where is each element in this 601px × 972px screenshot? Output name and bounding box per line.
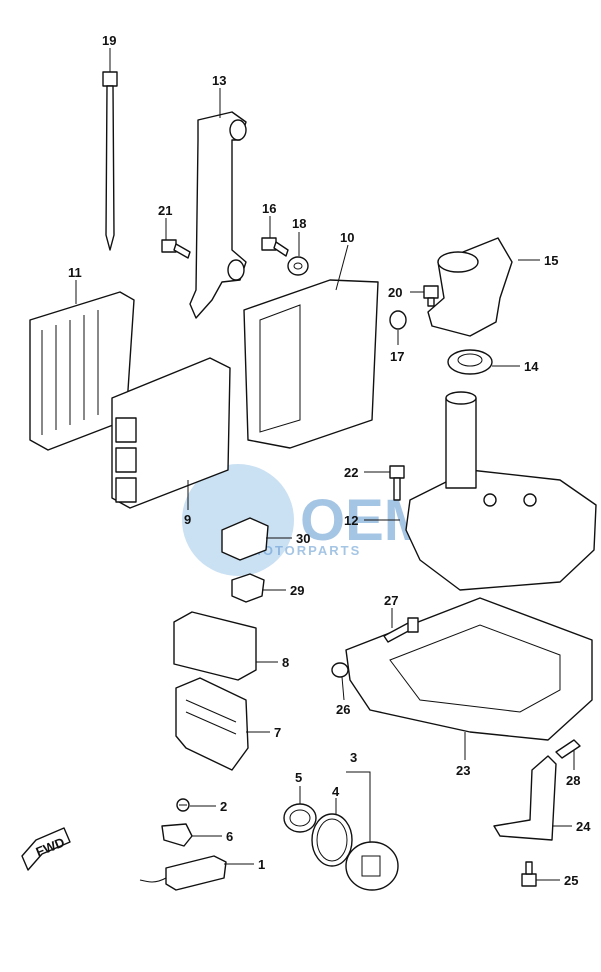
part-12-housing	[405, 391, 597, 591]
part-13-bracket	[189, 111, 247, 319]
callout-9: 9	[184, 512, 191, 527]
callout-22: 22	[344, 465, 358, 480]
watermark-tagline: MOTORPARTS	[250, 543, 361, 558]
part-23-mount-frame	[345, 597, 593, 741]
callout-19: 19	[102, 33, 116, 48]
callout-28: 28	[566, 773, 580, 788]
part-24-bracket	[493, 755, 557, 841]
callout-14: 14	[524, 359, 539, 374]
callout-10: 10	[340, 230, 354, 245]
part-4-o-ring	[311, 813, 353, 867]
part-28-bolt	[555, 739, 581, 759]
part-8-cover	[173, 611, 257, 681]
part-22-bolt	[389, 465, 405, 501]
part-11-ecu-cover	[29, 291, 135, 451]
part-15-rubber-boot	[427, 237, 513, 337]
part-17-grommet	[389, 310, 407, 330]
part-10-ecu-bracket	[243, 279, 379, 449]
callout-26: 26	[336, 702, 350, 717]
part-14-oil-seal	[447, 349, 493, 375]
callout-23: 23	[456, 763, 470, 778]
fwd-direction-badge: FWD	[21, 827, 71, 871]
callout-25: 25	[564, 873, 578, 888]
part-26-collar	[331, 662, 349, 678]
callout-18: 18	[292, 216, 306, 231]
callout-8: 8	[282, 655, 289, 670]
part-16-bolt	[261, 237, 289, 257]
callout-24: 24	[576, 819, 591, 834]
callout-2: 2	[220, 799, 227, 814]
callout-21: 21	[158, 203, 172, 218]
part-7-rectifier	[175, 677, 249, 771]
part-19-cable-tie	[102, 71, 118, 251]
callout-3: 3	[350, 750, 357, 765]
part-18-nut	[287, 256, 309, 276]
callout-4: 4	[332, 784, 340, 799]
part-29-relay	[231, 573, 265, 603]
callout-11: 11	[68, 265, 82, 280]
part-9-ecu	[111, 357, 231, 509]
callout-29: 29	[290, 583, 304, 598]
callout-12: 12	[344, 513, 358, 528]
callout-15: 15	[544, 253, 558, 268]
callout-30: 30	[296, 531, 310, 546]
callout-20: 20	[388, 285, 402, 300]
part-21-bolt	[161, 239, 191, 259]
callout-16: 16	[262, 201, 276, 216]
callout-17: 17	[390, 349, 404, 364]
part-6-clamp	[161, 823, 193, 847]
callout-1: 1	[258, 857, 265, 872]
part-5-gasket	[283, 803, 317, 833]
part-20-bolt	[423, 285, 439, 307]
part-30-relay	[221, 517, 269, 561]
callout-13: 13	[212, 73, 226, 88]
part-1-sensor	[139, 855, 227, 891]
callout-7: 7	[274, 725, 281, 740]
part-25-bolt	[521, 861, 537, 887]
callout-6: 6	[226, 829, 233, 844]
callouts: 19 13 21 16 18 10 11 15 20 17 14 22 9 12…	[68, 33, 591, 888]
callout-27: 27	[384, 593, 398, 608]
callout-5: 5	[295, 770, 302, 785]
leader-lines	[75, 48, 575, 881]
part-27-bolt	[383, 617, 419, 643]
part-2-screw	[176, 798, 190, 812]
part-3-cap	[345, 841, 399, 891]
